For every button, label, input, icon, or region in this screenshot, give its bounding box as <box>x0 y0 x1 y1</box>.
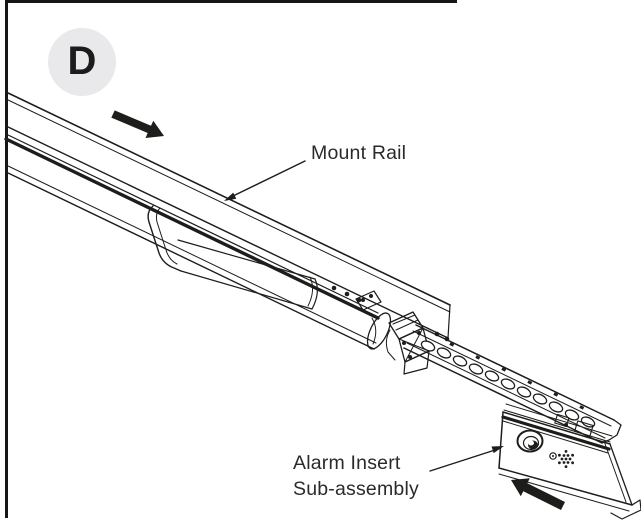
insert-direction-arrow-left-icon <box>511 478 565 510</box>
slide-direction-arrow-right-icon <box>111 110 164 138</box>
step-badge-letter: D <box>67 39 97 83</box>
slide-tube <box>4 133 392 350</box>
alarm-insert-label-line2: Sub-assembly <box>293 478 419 500</box>
slide-clip-tab <box>147 205 318 310</box>
step-badge: D <box>48 28 116 96</box>
mount-rail-outline <box>5 91 451 339</box>
alarm-insert-subassembly <box>498 403 641 520</box>
alarm-insert-label-line1: Alarm Insert <box>293 452 401 474</box>
mount-rail-leader-arrow-icon <box>224 160 306 201</box>
figure-frame-top-edge <box>5 0 457 3</box>
alarm-insert-leader-arrow-icon <box>429 446 504 472</box>
perforated-inner-rail <box>403 324 622 444</box>
figure-frame-left-edge <box>5 0 8 518</box>
mount-rail-label: Mount Rail <box>311 142 407 164</box>
speaker-holes <box>558 450 574 468</box>
